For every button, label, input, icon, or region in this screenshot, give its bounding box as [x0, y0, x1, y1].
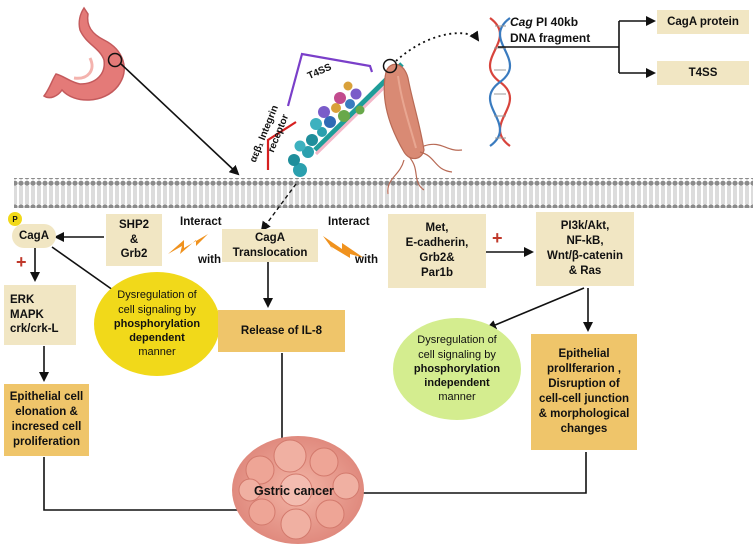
bolt-icon — [168, 234, 364, 258]
pi3k-box: PI3k/Akt, NF-kB, Wnt/β-catenin & Ras — [536, 212, 634, 286]
t4ss-out-text: T4SS — [688, 66, 718, 79]
t4ss-out-box: T4SS — [657, 61, 749, 85]
dna-helix-icon — [488, 17, 512, 147]
plus-sign-right: + — [492, 228, 503, 248]
with-right-label: with — [355, 254, 378, 266]
caga-node: CagA — [12, 224, 56, 248]
gastric-cancer-label: Gstric cancer — [254, 484, 334, 498]
epithelial-proliferation-box: Epithelial prolIferarion , Disruption of… — [531, 334, 637, 450]
il8-box: Release of IL-8 — [218, 310, 345, 352]
erk-mapk-box: ERK MAPK crk/crk-L — [4, 285, 76, 345]
phosphate-badge: P — [8, 212, 22, 226]
stomach-icon — [42, 6, 125, 101]
met-ecadherin-box: Met, E-cadherin, Grb2& Par1b — [388, 214, 486, 288]
interact-right-label: Interact — [328, 216, 370, 228]
dna-label-rest: PI 40kb — [532, 15, 579, 29]
tumor-icon — [232, 436, 364, 544]
interact-left-label: Interact — [180, 216, 222, 228]
membrane-icon — [14, 178, 753, 208]
dysregulation-independent-circle: Dysregulation of cell signaling by phosp… — [393, 318, 521, 420]
caga-text: CagA — [18, 229, 50, 242]
dna-fragment-label: Cag PI 40kb DNA fragment — [510, 15, 590, 46]
dysregulation-dependent-circle: Dysregulation of cell signaling by phosp… — [94, 272, 220, 376]
caga-protein-box: CagA protein — [657, 10, 749, 34]
dna-label-italic: Cag — [510, 15, 533, 29]
with-left-label: with — [198, 254, 221, 266]
caga-protein-text: CagA protein — [667, 15, 739, 28]
helicobacter-icon — [382, 58, 463, 195]
shp2-grb2-box: SHP2 & Grb2 — [106, 214, 162, 266]
dna-label-line2: DNA fragment — [510, 30, 591, 45]
epithelial-elongation-box: Epithelial cell elonation & incresed cel… — [4, 384, 89, 456]
caga-translocation-box: CagA Translocation — [222, 229, 318, 262]
plus-sign-left: + — [16, 252, 27, 272]
